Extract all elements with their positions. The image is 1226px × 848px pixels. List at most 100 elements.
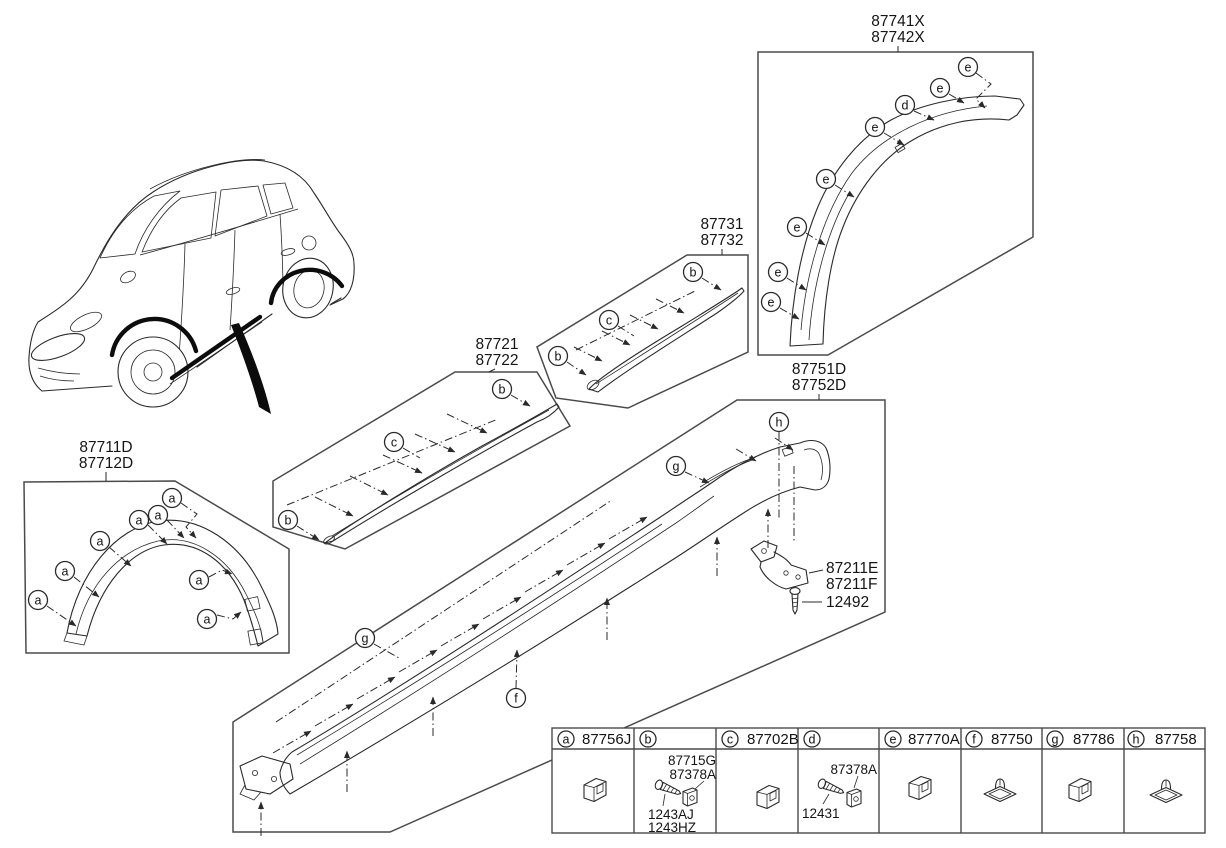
- headlight: [70, 311, 102, 333]
- legend-ref-e[interactable]: e: [884, 730, 902, 748]
- svg-text:e: e: [794, 221, 801, 235]
- front-arch-highlight: [109, 316, 199, 358]
- garnish-clip: [247, 628, 264, 646]
- svg-text:87712D: 87712D: [79, 455, 133, 472]
- svg-text:87731: 87731: [700, 216, 743, 233]
- garnish-clip: [894, 143, 906, 153]
- callout-h: h: [768, 411, 790, 433]
- legend-ref-c[interactable]: c: [721, 730, 739, 748]
- grille: [30, 333, 86, 361]
- legend-part-c[interactable]: 87702B: [747, 731, 799, 748]
- callout-a: a: [147, 504, 169, 526]
- rear-wheel: [282, 257, 334, 319]
- legend-ref-f[interactable]: f: [965, 730, 983, 748]
- rear-door-part-number[interactable]: 87732: [700, 232, 743, 249]
- lower-grille: [37, 367, 81, 382]
- svg-text:a: a: [204, 613, 211, 627]
- callout-e: e: [786, 216, 808, 238]
- svg-text:87751D: 87751D: [792, 361, 846, 378]
- callout-a: a: [188, 569, 210, 591]
- callout-a: a: [54, 560, 76, 582]
- svg-text:e: e: [823, 173, 830, 187]
- svg-text:87721: 87721: [475, 336, 518, 353]
- rear-arch-part-number[interactable]: 87741X: [871, 13, 925, 30]
- legend-part-f[interactable]: 87750: [991, 731, 1033, 748]
- svg-text:h: h: [1133, 733, 1140, 747]
- svg-text:e: e: [965, 61, 972, 75]
- legend-ref-b[interactable]: b: [639, 730, 657, 748]
- svg-text:87711D: 87711D: [79, 439, 132, 456]
- callout-e: e: [760, 291, 782, 313]
- callout-a: a: [89, 530, 111, 552]
- svg-text:e: e: [768, 296, 775, 310]
- rear-arch-part-number[interactable]: 87742X: [871, 29, 925, 46]
- legend-part-a[interactable]: 87756J: [582, 731, 631, 748]
- side-sill-part-number[interactable]: 87751D: [792, 361, 846, 378]
- callout-a: a: [161, 487, 183, 509]
- svg-text:87742X: 87742X: [871, 29, 925, 46]
- svg-text:87211E: 87211E: [826, 560, 878, 577]
- rear-door-moulding: [588, 287, 745, 393]
- front-door-part-number[interactable]: 87722: [475, 352, 518, 369]
- legend-ref-d[interactable]: d: [803, 730, 821, 748]
- sill-highlight: [169, 314, 263, 381]
- door-handle: [280, 248, 296, 256]
- svg-text:a: a: [563, 733, 570, 747]
- legend-part-g[interactable]: 87786: [1073, 731, 1115, 748]
- sill-mounting-bracket: 87211E 87211F: [750, 540, 878, 593]
- svg-text:c: c: [391, 436, 397, 450]
- callout-e: e: [767, 261, 789, 283]
- bracket-part-number[interactable]: 87211E: [826, 560, 878, 577]
- side-sill-part-number[interactable]: 87752D: [792, 377, 846, 394]
- callout-c: c: [383, 431, 405, 453]
- rear-arch-highlight: [268, 267, 345, 306]
- fuel-door: [301, 235, 317, 251]
- side-sill-garnish: [279, 439, 831, 795]
- svg-text:b: b: [555, 350, 562, 364]
- pointer-swoosh: [231, 323, 271, 414]
- callout-d: d: [894, 94, 916, 116]
- mirror: [120, 270, 136, 284]
- svg-text:a: a: [97, 535, 104, 549]
- rear-arch-moulding-section: 87741X 87742X e e d e e e e e: [757, 13, 1034, 356]
- bracket-part-number[interactable]: 87211F: [826, 576, 877, 593]
- legend-part-h[interactable]: 87758: [1155, 731, 1197, 748]
- callout-b: b: [547, 345, 569, 367]
- roof-rail: [149, 159, 266, 190]
- svg-text:f: f: [972, 733, 976, 747]
- front-arch-part-number[interactable]: 87712D: [79, 455, 133, 472]
- svg-text:12492: 12492: [826, 594, 869, 611]
- svg-text:f: f: [514, 692, 518, 706]
- svg-text:b: b: [690, 266, 697, 280]
- legend-sub-label: 1243HZ: [648, 820, 696, 835]
- rear-door-moulding-section: 87731 87732 b c b: [536, 216, 749, 409]
- legend-sub-label: 1243AJ: [648, 807, 694, 822]
- rear-door-part-number[interactable]: 87731: [700, 216, 743, 233]
- svg-text:a: a: [169, 492, 176, 506]
- svg-text:87752D: 87752D: [792, 377, 846, 394]
- sill-clip: [781, 445, 794, 457]
- svg-text:87732: 87732: [700, 232, 743, 249]
- legend-table: a 87756J b c 87702B d e 87770A f 87750 g…: [551, 727, 1206, 835]
- garnish-clip: [244, 596, 261, 612]
- bracket-screw: 12492: [789, 587, 869, 615]
- callout-e: e: [957, 56, 979, 78]
- svg-text:a: a: [136, 514, 143, 528]
- screw-part-number[interactable]: 12492: [826, 594, 869, 611]
- callout-c: c: [598, 309, 620, 331]
- front-arch-part-number[interactable]: 87711D: [79, 439, 132, 456]
- callout-a: a: [27, 589, 49, 611]
- legend-ref-h[interactable]: h: [1127, 730, 1145, 748]
- callout-b: b: [277, 509, 299, 531]
- svg-text:e: e: [775, 266, 782, 280]
- callout-g: g: [665, 455, 687, 477]
- door-handle: [225, 287, 241, 295]
- svg-text:a: a: [62, 565, 69, 579]
- legend-part-e[interactable]: 87770A: [908, 731, 960, 748]
- legend-sub-label: 87378A: [669, 767, 716, 782]
- front-door-part-number[interactable]: 87721: [475, 336, 518, 353]
- svg-text:e: e: [937, 82, 944, 96]
- legend-ref-a[interactable]: a: [557, 730, 575, 748]
- legend-ref-g[interactable]: g: [1046, 730, 1064, 748]
